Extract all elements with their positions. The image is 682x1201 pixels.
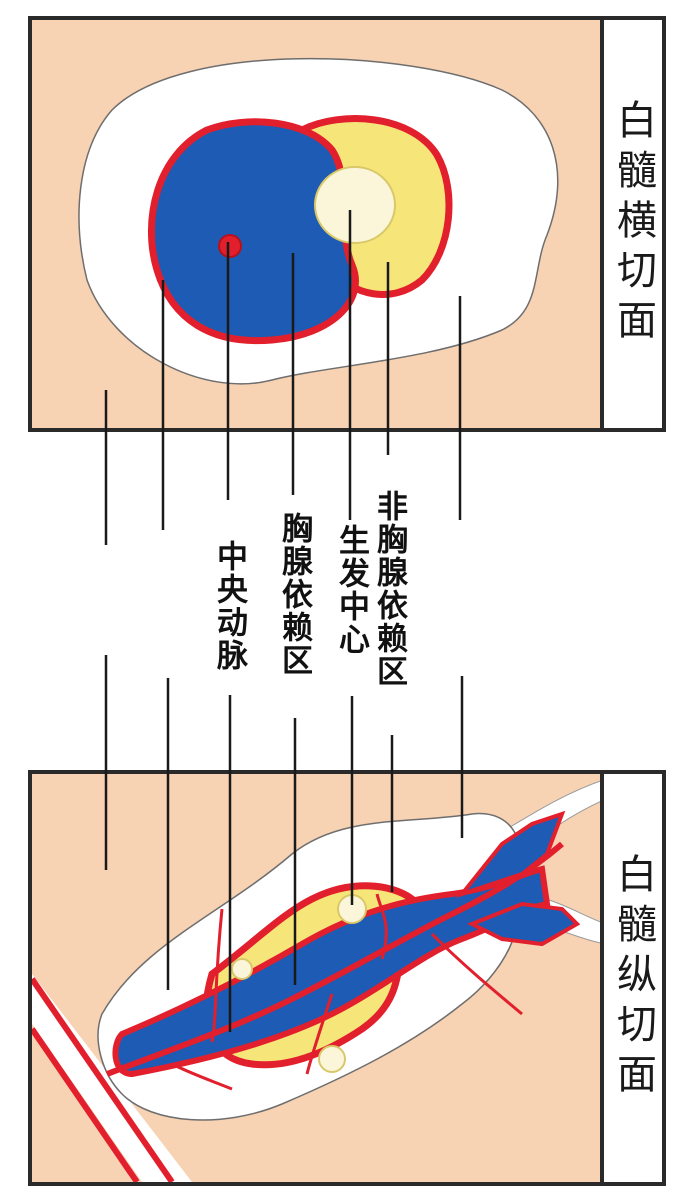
artery-branch-4 [430,932,523,1016]
longitudinal-section-illustration [32,778,606,1182]
longitudinal-section-title: 白髓纵切面 [610,853,656,1103]
diagonal-vessel-red-1 [32,1027,140,1182]
central-artery [105,841,564,1077]
artery-branch-2 [305,993,334,1075]
germinal-center [314,166,396,244]
central-artery [218,234,242,258]
transverse-section-title: 白髓横切面 [610,99,656,349]
transverse-section-panel: 白髓横切面 [28,16,666,432]
transverse-section-label-box: 白髓横切面 [600,20,662,428]
germinal-center [318,1045,346,1073]
longitudinal-section-panel: 白髓纵切面 [28,770,666,1186]
transverse-section-illustration [78,57,559,385]
artery-branch-1 [210,908,224,1043]
label-germinal-center: 生发中心 [333,524,369,656]
longitudinal-section-label-box: 白髓纵切面 [600,774,662,1182]
germinal-center [231,958,253,980]
artery-branch-3 [375,893,388,960]
label-non-thymus-dependent-zone: 非胸腺依赖区 [371,490,407,688]
artery-branch-5 [171,1062,233,1091]
label-central-artery: 中央动脉 [211,540,247,672]
diagonal-vessel-red-2 [32,977,175,1182]
label-thymus-dependent-zone: 胸腺依赖区 [276,512,312,677]
thymus-dependent-zone [148,118,359,345]
arterial-network [456,810,581,947]
